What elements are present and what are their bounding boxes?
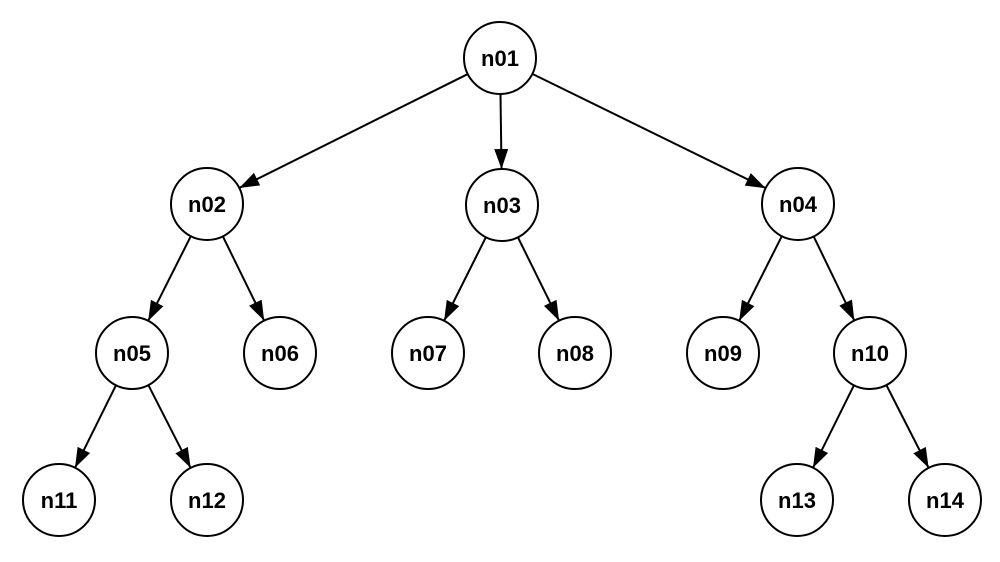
tree-edge-n04-n10 [812,235,856,322]
tree-node-n03: n03 [465,168,539,242]
tree-node-n06: n06 [243,316,317,390]
tree-node-n04: n04 [761,167,835,241]
tree-node-n10: n10 [833,316,907,390]
node-circle-n04 [761,167,835,241]
node-label-n14: n14 [926,488,965,513]
tree-node-n09: n09 [686,316,760,390]
node-circle-n10 [833,316,907,390]
node-label-n01: n01 [481,46,519,71]
node-circle-n03 [465,168,539,242]
tree-node-n07: n07 [391,316,465,390]
node-label-n02: n02 [188,192,226,217]
tree-edge-n01-n02 [238,73,469,189]
node-label-n10: n10 [851,341,889,366]
node-circle-n12 [170,463,244,537]
tree-edge-n01-n04 [531,72,767,190]
node-label-n03: n03 [483,193,521,218]
tree-edge-n03-n07 [443,236,487,322]
node-label-n12: n12 [188,488,226,513]
tree-node-n08: n08 [538,316,612,390]
node-label-n06: n06 [261,341,299,366]
node-circle-n09 [686,316,760,390]
node-circle-n13 [760,463,834,537]
node-circle-n05 [95,316,169,390]
tree-edge-n02-n05 [147,235,192,322]
tree-edge-n10-n13 [812,384,855,469]
node-label-n05: n05 [113,341,151,366]
node-label-n08: n08 [556,341,594,366]
node-circle-n01 [463,21,537,95]
node-circle-n11 [22,463,96,537]
node-label-n09: n09 [704,341,742,366]
node-label-n13: n13 [778,488,816,513]
node-label-n04: n04 [779,192,818,217]
tree-node-n01: n01 [463,21,537,95]
tree-edge-n05-n12 [147,384,192,469]
tree-node-n13: n13 [760,463,834,537]
node-label-n07: n07 [409,341,447,366]
tree-edge-n02-n06 [221,235,266,322]
node-circle-n08 [538,316,612,390]
tree-edge-n01-n03 [494,93,509,170]
node-circle-n07 [391,316,465,390]
node-circle-n02 [170,167,244,241]
tree-edge-n10-n14 [885,384,930,469]
node-label-n11: n11 [41,488,78,513]
tree-node-n14: n14 [908,463,982,537]
tree-node-n05: n05 [95,316,169,390]
tree-edge-n03-n08 [517,236,560,322]
tree-node-n11: n11 [22,463,96,537]
tree-edge-n04-n09 [738,235,783,322]
edges-layer [74,72,930,469]
nodes-layer: n01 n02 n03 n04 n05 n06 n07 n08 n09 n10 n11 n12 n13 n… [22,21,982,537]
node-circle-n06 [243,316,317,390]
tree-node-n12: n12 [170,463,244,537]
node-circle-n14 [908,463,982,537]
tree-edge-n05-n11 [74,384,117,469]
tree-node-n02: n02 [170,167,244,241]
